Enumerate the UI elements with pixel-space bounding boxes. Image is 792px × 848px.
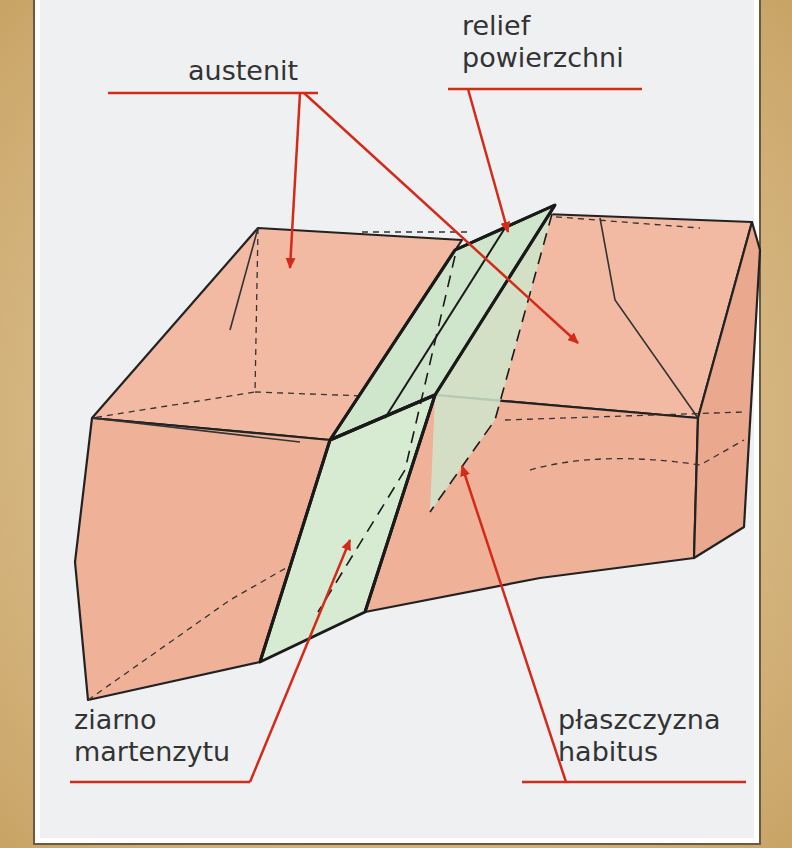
part-label: relief powierzchni [462,10,624,75]
part-label: austenit [188,55,298,87]
panel-frame [34,0,760,844]
austenite-block [75,214,760,700]
leader-lines [70,89,746,782]
part-label: ziarno martenzytu [74,704,230,769]
panel [40,0,754,838]
part-label: płaszczyzna habitus [558,704,720,769]
habit-plane-hidden [318,214,552,612]
martensite-plate [260,205,555,662]
